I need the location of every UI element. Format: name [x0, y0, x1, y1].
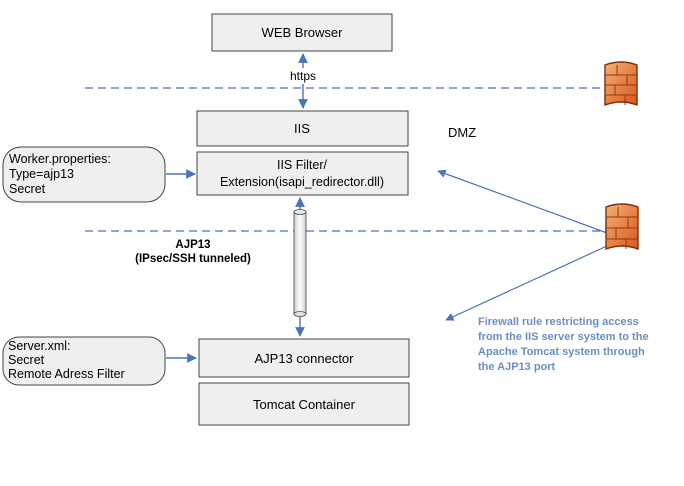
- https-label: https: [290, 69, 316, 83]
- server-note-line-3: Remote Adress Filter: [8, 367, 125, 381]
- ajp13-tunnel-label: (IPsec/SSH tunneled): [135, 253, 251, 265]
- firewall-rule-line-2: from the IIS server system to the: [478, 331, 649, 343]
- iis-box: [196, 110, 409, 147]
- server-note-line-1: Server.xml:: [8, 339, 71, 353]
- firewall-arrow-to-tomcat: [445, 239, 621, 321]
- worker-note-line-3: Secret: [9, 182, 46, 196]
- worker-note-line-1: Worker.properties:: [9, 152, 111, 166]
- tomcat-container-box: [198, 382, 410, 426]
- worker-note-line-2: Type=ajp13: [9, 167, 74, 181]
- iis-filter-label-1: IIS Filter/: [277, 158, 328, 172]
- iis-label: IIS: [294, 121, 310, 136]
- web-browser-box: [211, 13, 393, 52]
- ajp13-label: AJP13: [175, 239, 210, 251]
- iis-filter-box: [196, 151, 409, 196]
- iis-filter-label-2: Extension(isapi_redirector.dll): [220, 175, 384, 189]
- server-xml-note: [2, 336, 166, 386]
- ajp13-connector-label: AJP13 connector: [254, 351, 354, 366]
- worker-properties-note: [2, 146, 166, 203]
- server-note-line-2: Secret: [8, 353, 45, 367]
- firewall-icon: [604, 61, 638, 107]
- ajp13-connector-box: [198, 338, 410, 378]
- firewall-rule-line-4: the AJP13 port: [478, 361, 556, 373]
- ajp13-tunnel-pipe: [293, 211, 307, 315]
- firewall-rule-line-3: Apache Tomcat system through: [478, 346, 645, 358]
- dmz-label: DMZ: [448, 125, 476, 140]
- firewall-rule-line-1: Firewall rule restricting access: [478, 316, 639, 328]
- firewall-arrow-to-iis: [437, 169, 619, 238]
- firewall-icon: [605, 203, 639, 251]
- web-browser-label: WEB Browser: [262, 25, 344, 40]
- tomcat-container-label: Tomcat Container: [253, 397, 356, 412]
